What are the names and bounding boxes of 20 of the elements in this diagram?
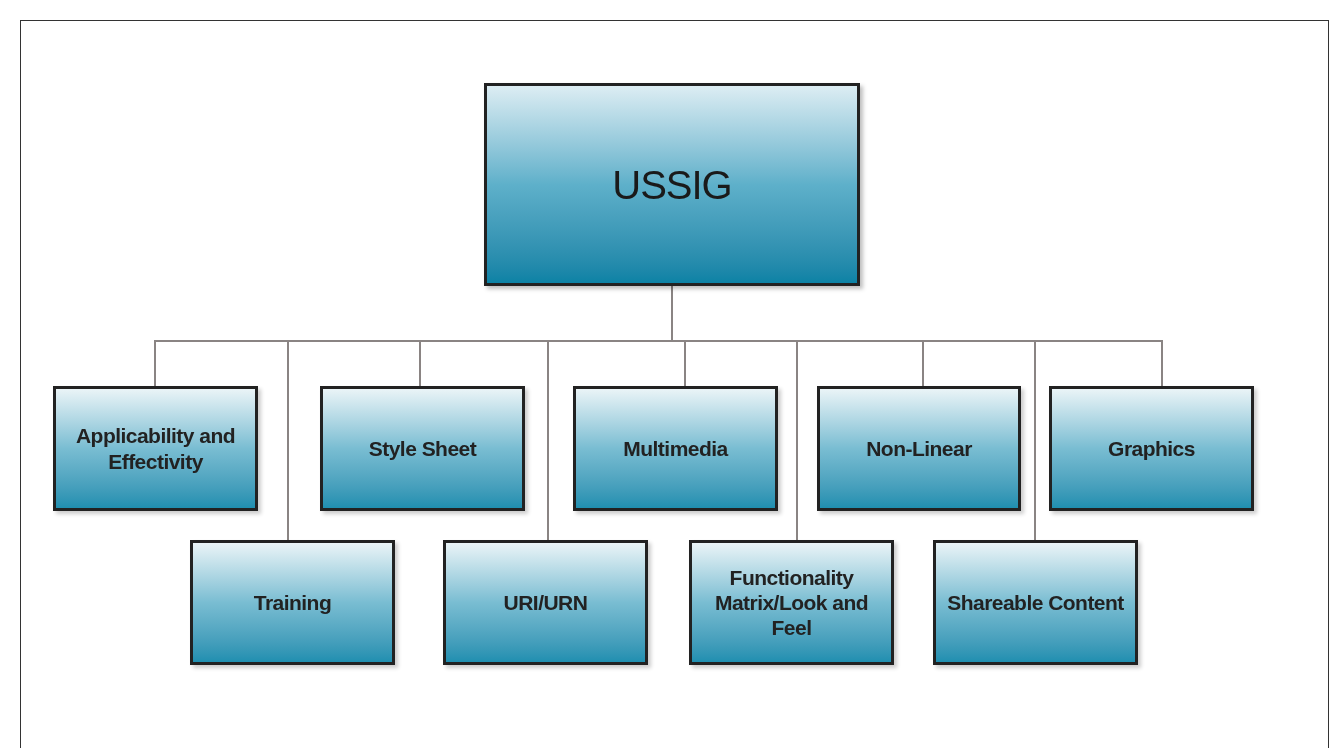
topic-label: Functionality Matrix/Look and Feel bbox=[713, 564, 870, 641]
root-box bbox=[484, 83, 860, 286]
topic-label: Training bbox=[253, 589, 332, 616]
topic-box bbox=[573, 386, 778, 511]
topic-box bbox=[933, 540, 1138, 665]
topic-box bbox=[190, 540, 395, 665]
topic-label: URI/URN bbox=[503, 589, 588, 616]
root-title: USSIG bbox=[612, 164, 732, 205]
topic-box bbox=[817, 386, 1021, 511]
topic-box bbox=[689, 540, 894, 665]
topic-label: Non-Linear bbox=[866, 435, 972, 462]
topic-label: Style Sheet bbox=[368, 435, 477, 462]
topic-box bbox=[320, 386, 525, 511]
topic-box bbox=[53, 386, 258, 511]
topic-label: Multimedia bbox=[623, 435, 728, 462]
topic-label: Applicability and Effectivity bbox=[74, 423, 237, 474]
topic-label: Shareable Content bbox=[947, 589, 1124, 616]
topic-box bbox=[443, 540, 648, 665]
topic-label: Graphics bbox=[1108, 435, 1195, 462]
topic-box bbox=[1049, 386, 1254, 511]
